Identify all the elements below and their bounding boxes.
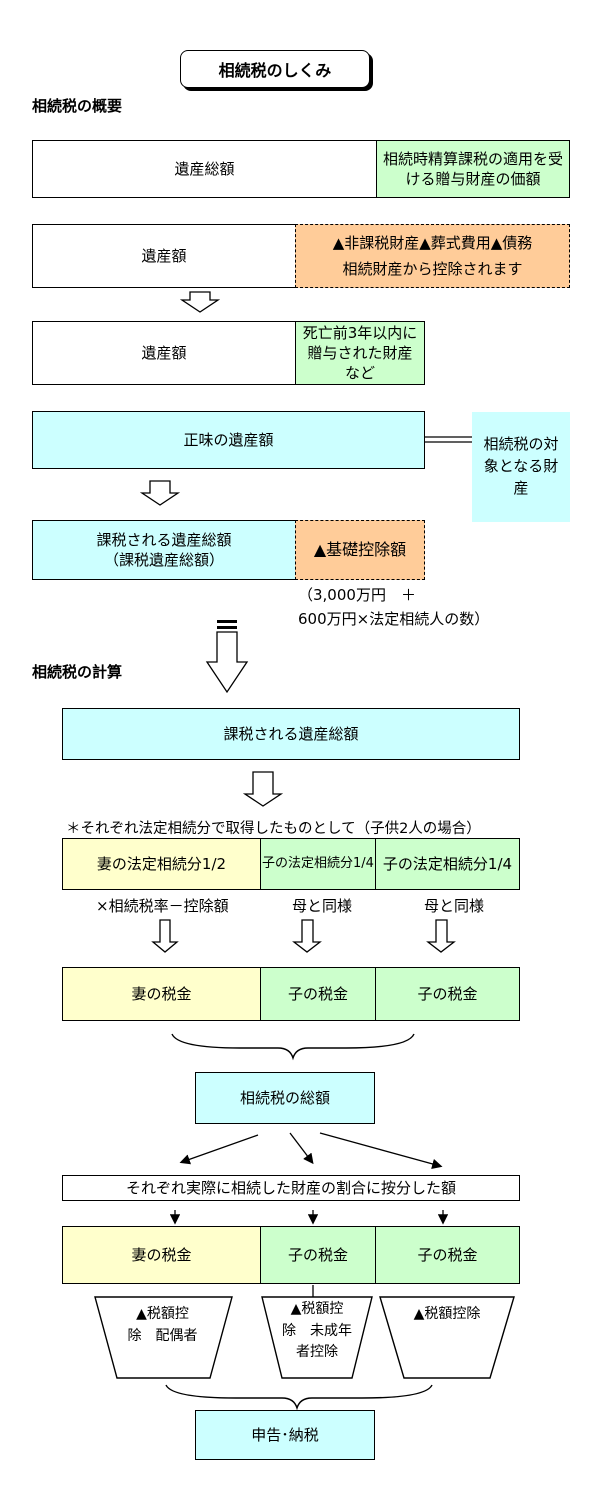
basic-deduction-note-line2: 600万円×法定相続人の数） — [298, 610, 490, 628]
deduction-trapezoid-child2 — [379, 1296, 515, 1379]
down-arrow-wife — [151, 919, 179, 953]
child1-share-box: 子の法定相続分1/4 — [260, 838, 376, 890]
brace-2 — [165, 1384, 433, 1411]
big-down-arrow — [205, 631, 249, 694]
down-arrow-child1 — [292, 919, 322, 953]
arrow-to-right — [319, 1132, 443, 1169]
child2-deduction-text: ▲税額控除 — [390, 1304, 504, 1326]
allocation-note-box: それぞれ実際に相続した財産の割合に按分した額 — [62, 1175, 520, 1201]
filing-payment-box: 申告･納税 — [195, 1410, 375, 1460]
wife-tax-box-2: 妻の税金 — [62, 1226, 261, 1284]
estate-amount-box-1: 遺産額 — [32, 224, 296, 288]
total-tax-box: 相続税の総額 — [195, 1072, 375, 1124]
exempt-deduction-line2: 相続財産から控除されます — [342, 260, 523, 278]
wife-tax-box-1: 妻の税金 — [62, 967, 261, 1021]
estate-total-box: 遺産総額 — [32, 140, 377, 198]
net-estate-box: 正味の遺産額 — [32, 411, 425, 469]
child2-share-note: 母と同様 — [424, 897, 485, 915]
taxable-total-box: 課税される遺産総額 — [62, 708, 520, 760]
wife-share-note: ×相続税率－控除額 — [96, 897, 229, 915]
down-arrow-2 — [139, 480, 181, 506]
page-title: 相続税のしくみ — [180, 50, 370, 88]
child1-deduction-line1: ▲税額控 — [290, 1301, 344, 1317]
wife-deduction-line2: 除 配偶者 — [127, 1327, 198, 1344]
section-heading-calc: 相続税の計算 — [32, 663, 123, 681]
brace-1 — [171, 1033, 415, 1061]
down-arrow-child2 — [426, 919, 456, 953]
child1-tax-box-1: 子の税金 — [260, 967, 376, 1021]
wife-deduction-text: ▲税額控 除 配偶者 — [105, 1304, 220, 1347]
basic-deduction-box: ▲基礎控除額 — [295, 520, 425, 580]
wife-deduction-line1: ▲税額控 — [136, 1306, 189, 1322]
taxable-estate-line2: （課税遺産総額） — [103, 551, 224, 569]
arrow-to-mid — [289, 1132, 314, 1165]
exempt-deduction-line1: ▲非課税財産▲葬式費用▲債務 — [332, 233, 533, 252]
taxable-property-side-box: 相続税の対象となる財産 — [472, 412, 570, 522]
gift-value-box: 相続時精算課税の適用を受ける贈与財産の価額 — [376, 140, 570, 198]
child2-tax-box-1: 子の税金 — [375, 967, 520, 1021]
taxable-estate-line1: 課税される遺産総額 — [96, 530, 232, 549]
deduction-trapezoid-wife — [94, 1296, 233, 1379]
child1-deduction-line2: 除 未成年 — [282, 1322, 352, 1339]
exempt-deduction-box: ▲非課税財産▲葬式費用▲債務 相続財産から控除されます — [295, 224, 570, 288]
estate-amount-box-2: 遺産額 — [32, 321, 296, 385]
down-arrow-1 — [179, 291, 221, 313]
child1-tax-box-2: 子の税金 — [260, 1226, 376, 1284]
taxable-estate-total-box: 課税される遺産総額 （課税遺産総額） — [32, 520, 296, 580]
child2-tax-box-2: 子の税金 — [375, 1226, 520, 1284]
child2-share-box: 子の法定相続分1/4 — [375, 838, 520, 890]
assumption-note: ＊それぞれ法定相続分で取得したものとして（子供2人の場合） — [66, 821, 481, 837]
child1-deduction-text: ▲税額控 除 未成年 者控除 — [270, 1299, 364, 1364]
wife-share-box: 妻の法定相続分1/2 — [62, 838, 261, 890]
child2-deduction-line1: ▲税額控除 — [413, 1306, 481, 1322]
section-heading-overview: 相続税の概要 — [32, 97, 123, 115]
arrow-to-left — [179, 1134, 259, 1165]
basic-deduction-note-line1: （3,000万円 ＋ — [298, 586, 416, 604]
deduction-trapezoid-child1 — [261, 1296, 373, 1379]
pre-death-gift-box: 死亡前3年以内に贈与された財産など — [295, 321, 425, 385]
child1-share-note: 母と同様 — [292, 897, 353, 915]
down-arrow-3 — [242, 771, 284, 807]
child1-deduction-line3: 者控除 — [296, 1344, 338, 1361]
